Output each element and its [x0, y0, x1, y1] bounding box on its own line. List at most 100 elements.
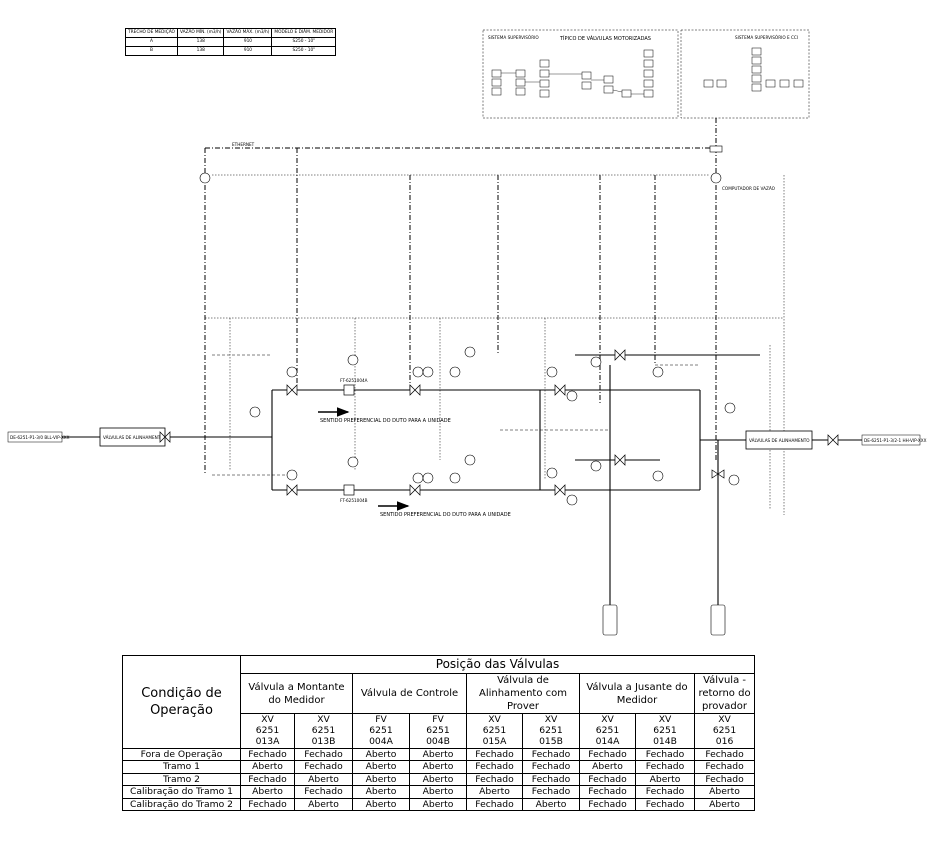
valve-state-cell: Fechado — [240, 772, 295, 787]
inlet-line-tag: DE-6251-P1-3/0 BLL-VIP-XXX — [7, 431, 70, 443]
supervisory-panel-left: SISTEMA SUPERVISÓRIO TÍPICO DE VÁLVULAS … — [482, 29, 679, 119]
valve-state-cell: Fechado — [635, 785, 695, 799]
flow-direction-b: SENTIDO PREFERENCIAL DO DUTO PARA A UNID… — [378, 501, 511, 518]
valve-state-cell: Aberto — [635, 772, 695, 787]
valve-state-cell: Fechado — [522, 760, 580, 774]
valve-state-cell: Aberto — [409, 772, 467, 787]
flow-cell: 910 — [223, 46, 273, 56]
svg-text:DE-6251-P1-3/2-1 HH-VIP-XXX: DE-6251-P1-3/2-1 HH-VIP-XXX — [864, 438, 927, 443]
meter-flow-table: TRECHO DE MEDIÇÃO VAZÃO MÍN. (m3/h) VAZÃ… — [125, 28, 337, 56]
alignment-valves-left: VÁLVULAS DE ALINHAMENTO — [99, 427, 166, 447]
valve-state-cell: Fechado — [579, 785, 636, 799]
valve-state-cell: Aberto — [240, 785, 295, 799]
valve-state-cell: Fechado — [693, 760, 756, 774]
valve-state-cell: Fechado — [522, 747, 580, 762]
svg-text:SENTIDO PREFERENCIAL DO DUTO P: SENTIDO PREFERENCIAL DO DUTO PARA A UNID… — [380, 512, 511, 518]
operation-condition: Tramo 1 — [122, 760, 241, 774]
svg-text:VÁLVULAS DE ALINHAMENTO: VÁLVULAS DE ALINHAMENTO — [749, 438, 810, 443]
valve-state-cell: Fechado — [294, 747, 353, 762]
valve-state-cell: Aberto — [409, 797, 467, 812]
valve-position-table: Condição de Operação Posição das Válvula… — [122, 655, 756, 812]
valve-state-cell: Fechado — [579, 772, 636, 787]
panel-right-title: SISTEMA SUPERVISÓRIO E CCI — [735, 35, 798, 40]
valve-state-cell: Aberto — [240, 760, 295, 774]
valve-state-cell: Aberto — [352, 785, 410, 799]
flow-computer-right — [710, 172, 722, 184]
valve-state-cell: Fechado — [635, 747, 695, 762]
operation-condition: Tramo 2 — [122, 772, 241, 787]
group-jusante: Válvula a Jusante do Medidor — [579, 673, 695, 714]
svg-text:SENTIDO PREFERENCIAL DO DUTO P: SENTIDO PREFERENCIAL DO DUTO PARA A UNID… — [320, 418, 451, 424]
valve-state-cell: Aberto — [294, 772, 353, 787]
valve-state-cell: Fechado — [522, 785, 580, 799]
valve-symbols — [159, 349, 839, 496]
valve-state-cell: Fechado — [240, 747, 295, 762]
valve-state-cell: Aberto — [352, 747, 410, 762]
valve-state-cell: Aberto — [409, 760, 467, 774]
operation-condition: Calibração do Tramo 2 — [122, 797, 241, 812]
ethernet-network — [204, 118, 717, 475]
alignment-valves-right: VÁLVULAS DE ALINHAMENTO — [745, 430, 813, 450]
group-retorno: Válvula - retorno do provador — [693, 673, 756, 714]
outlet-line-tag: DE-6251-P1-3/2-1 HH-VIP-XXX — [861, 434, 927, 446]
valve-state-cell: Fechado — [294, 785, 353, 799]
valve-state-cell: Fechado — [693, 772, 756, 787]
valve-state-cell: Fechado — [294, 760, 353, 774]
valve-state-cell: Aberto — [693, 785, 756, 799]
valve-state-cell: Aberto — [294, 797, 353, 812]
valve-state-cell: Fechado — [466, 760, 523, 774]
valve-state-cell: Aberto — [352, 797, 410, 812]
valve-state-cell: Fechado — [466, 747, 523, 762]
ethernet-label: ETHERNET — [232, 142, 255, 147]
valve-state-cell: Fechado — [635, 797, 695, 812]
condition-header: Condição de Operação — [122, 655, 241, 749]
signal-lines — [205, 174, 785, 515]
svg-text:FT-6251004B: FT-6251004B — [340, 498, 368, 503]
flow-cell: B — [125, 46, 178, 56]
valve-state-cell: Aberto — [352, 760, 410, 774]
instrument-bubbles — [249, 346, 740, 506]
valve-state-cell: Fechado — [240, 797, 295, 812]
valve-state-cell: Fechado — [579, 747, 636, 762]
panel-left-title: SISTEMA SUPERVISÓRIO — [488, 35, 539, 40]
ethernet-switch — [709, 145, 723, 153]
valve-state-cell: Fechado — [579, 797, 636, 812]
valve-state-cell: Fechado — [693, 747, 756, 762]
valve-state-cell: Fechado — [466, 797, 523, 812]
operation-condition: Calibração do Tramo 1 — [122, 785, 241, 799]
valve-state-cell: Aberto — [352, 772, 410, 787]
valve-state-cell: Fechado — [635, 760, 695, 774]
pid-diagram: SISTEMA SUPERVISÓRIO TÍPICO DE VÁLVULAS … — [7, 29, 927, 636]
svg-text:FT-6251004A: FT-6251004A — [340, 378, 368, 383]
flow-computer-label: COMPUTADOR DE VAZÃO — [722, 186, 776, 191]
valve-state-cell: Aberto — [409, 747, 467, 762]
valve-state-cell: Fechado — [466, 772, 523, 787]
group-montante: Válvula a Montante do Medidor — [240, 673, 353, 714]
valve-state-cell: Fechado — [522, 772, 580, 787]
flow-direction-a: SENTIDO PREFERENCIAL DO DUTO PARA A UNID… — [318, 407, 451, 424]
group-prover: Válvula de Alinhamento com Prover — [466, 673, 580, 714]
valve-state-cell: Aberto — [466, 785, 523, 799]
operation-condition: Fora de Operação — [122, 747, 241, 762]
valve-state-cell: Aberto — [522, 797, 580, 812]
process-piping — [40, 354, 870, 620]
flow-meter-a: FT-6251004A — [340, 378, 368, 396]
flow-meter-b: FT-6251004B — [340, 484, 368, 503]
prover-connections — [602, 604, 726, 636]
valve-state-cell: Aberto — [579, 760, 636, 774]
group-controle: Válvula de Controle — [352, 673, 467, 714]
valve-state-cell: Aberto — [693, 797, 756, 812]
